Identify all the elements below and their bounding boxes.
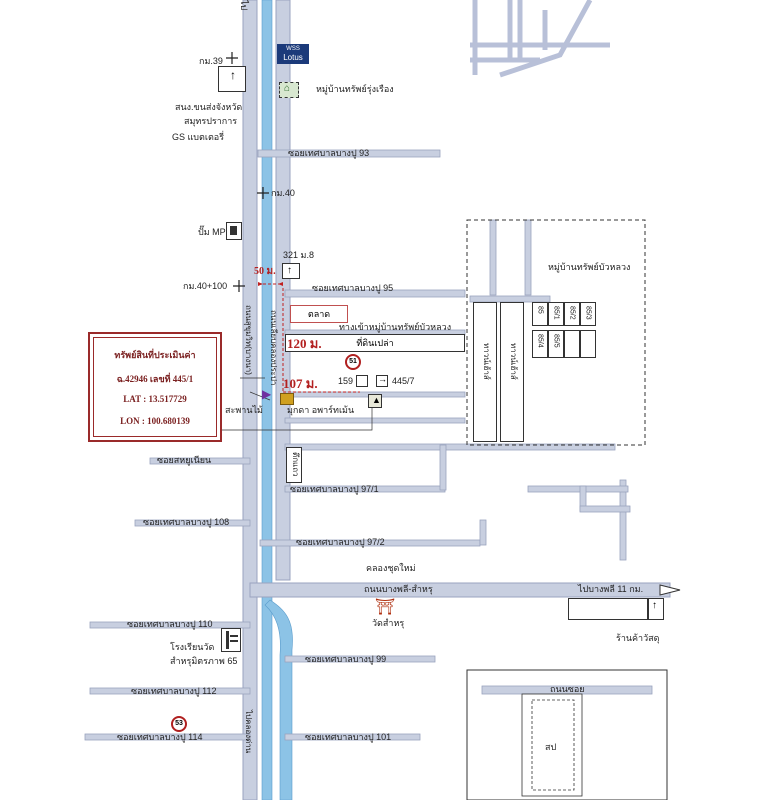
house-445-7-label: 445/7 [392, 376, 415, 386]
inset-parcel-label: สป [545, 742, 557, 752]
gas-pump-icon [226, 222, 242, 240]
school-icon [221, 628, 241, 652]
soi-112-label: ซอยเทศบาลบางปู 112 [131, 686, 217, 696]
unit-85-4: 85/4 [532, 330, 548, 358]
distance-107-label: 107 ม. [283, 376, 318, 391]
shop-entrance: ↑ [648, 598, 664, 620]
house-321-label: 321 ม.8 [283, 250, 314, 260]
village-entrance-label: ทางเข้าหมู่บ้านทรัพย์บัวหลวง [339, 322, 452, 332]
village-bua-luang-label: หมู่บ้านทรัพย์บัวหลวง [548, 262, 631, 272]
inset-map [466, 669, 668, 800]
property-lat: LAT : 13.517729 [123, 394, 187, 404]
transport-office-label2: สมุทรปราการ [184, 116, 238, 126]
lotus-sign: WSS Lotus [277, 44, 309, 64]
highway-top-label: ไป [239, 0, 249, 11]
townhouse-block-2: ทาวน์เฮ้าส์ [500, 302, 524, 442]
to-bang-phli-label: ไปบางพลี 11 กม. [578, 584, 644, 594]
soi-97-1-label: ซอยเทศบาลบางปู 97/1 [290, 484, 379, 494]
soi-108-label: ซอยเทศบาลบางปู 108 [143, 517, 230, 527]
mukda-building: ▲ [368, 394, 382, 408]
property-title: ทรัพย์สินที่ประเมินค่า [114, 350, 196, 360]
soi-101-label: ซอยเทศบาลบางปู 101 [305, 732, 392, 742]
temple-icon: ⛩ [374, 599, 396, 616]
bang-phli-road [249, 582, 681, 598]
subject-property-marker [280, 393, 294, 405]
unit-blank-2 [580, 330, 596, 358]
up-arrow-icon: ↑ [230, 68, 236, 82]
soi-97-2-label: ซอยเทศบาลบางปู 97/2 [296, 537, 385, 547]
market-building: ตลาด [290, 305, 348, 323]
unit-85-1: 85/1 [548, 302, 564, 326]
gs-battery-label: GS แบตเตอรี่ [172, 132, 225, 142]
soi-99-label: ซอยเทศบาลบางปู 99 [305, 654, 387, 664]
property-info-box: ทรัพย์สินที่ประเมินค่า ฉ.42946 เลขที่ 44… [88, 332, 222, 442]
village-icon: ⌂ [279, 82, 299, 98]
unit-85-3: 85/3 [580, 302, 596, 326]
up-arrow-icon: ↑ [287, 265, 292, 276]
village-boundary [466, 219, 646, 446]
route-53-sign-icon: 53 [171, 716, 187, 732]
km-markers [226, 52, 269, 292]
route-51-sign-icon: 51 [345, 354, 361, 370]
soi-93-label: ซอยเทศบาลบางปู 93 [288, 148, 370, 158]
pump-mp-label: ปั๊ม MP [198, 227, 226, 237]
bridge-icon: ▶ [262, 387, 272, 401]
house-321-building: ↑ [282, 263, 300, 279]
shop-building [568, 598, 648, 620]
arrow-icon: → [378, 374, 387, 384]
property-lon: LON : 100.680139 [120, 416, 190, 426]
school-label2: สำหรุมิตรภาพ 65 [170, 656, 238, 666]
soi-110-label: ซอยเทศบาลบางปู 110 [127, 619, 213, 629]
soi-95-label: ซอยเทศบาลบางปู 95 [312, 283, 394, 293]
canal-road-name: ถนนเลียบคลองประปา [269, 310, 278, 386]
canal [261, 0, 273, 800]
soi-sahu-label: ซอยสหยูเนียน [157, 455, 212, 465]
house-159-label: 159 [338, 376, 354, 386]
house-159-building [356, 375, 368, 387]
unit-85-5: 85/5 [548, 330, 564, 358]
shop-label: ร้านค้าวัสดุ [616, 633, 660, 643]
unit-blank-1 [564, 330, 580, 358]
townhouse-block-1: ทาวน์เฮ้าส์ [473, 302, 497, 442]
up-arrow-icon: ↑ [652, 600, 657, 611]
transport-office-label1: สนง.ขนส่งจังหวัด [175, 102, 243, 112]
highway-road-name: ถนนสุขุมวิท(บางนา) [244, 305, 253, 375]
distance-120-label: 120 ม. [287, 336, 322, 351]
mukda-apartment-label: มุกดา อพาร์ทเม้น [287, 405, 355, 415]
canal-chut-mai-label: คลองชุดใหม่ [366, 563, 416, 573]
canal-bend [264, 599, 293, 800]
property-deed: ฉ.42946 เลขที่ 445/1 [116, 374, 194, 384]
unit-85-2: 85/2 [564, 302, 580, 326]
leader-lines [222, 377, 373, 431]
up-arrow-icon: ▲ [372, 395, 381, 405]
bang-phli-road-label: ถนนบางพลี-สำหรุ [364, 584, 433, 594]
transport-office-building: ↑ [218, 66, 246, 92]
top-right-roads [470, 0, 610, 78]
wat-samru-label: วัดสำหรุ [372, 618, 405, 628]
distance-50-label: 50 ม. [254, 266, 276, 277]
school-label1: โรงเรียนวัด [170, 642, 215, 652]
km39-label: กม.39 [199, 56, 223, 66]
vacant-land-parcel: ที่ดินเปล่า [285, 334, 465, 352]
wooden-bridge-label: สะพานไม้ [225, 405, 263, 415]
side-roads [84, 149, 631, 741]
unit-85: 85 [532, 302, 548, 326]
inset-road-label: ถนนซอย [550, 684, 585, 694]
soi-114-label: ซอยเทศบาลบางปู 114 [117, 732, 203, 742]
highway-bottom-label: ไปคลองด่าน [244, 710, 253, 754]
km40-100-label: กม.40+100 [183, 281, 228, 291]
village-sap-rung-rueang-label: หมู่บ้านทรัพย์รุ่งเรือง [316, 84, 394, 94]
house-445-7-building: → [376, 374, 388, 387]
km40-label: กม.40 [271, 188, 295, 198]
shophouse-building: ตึกแถว [286, 447, 302, 483]
